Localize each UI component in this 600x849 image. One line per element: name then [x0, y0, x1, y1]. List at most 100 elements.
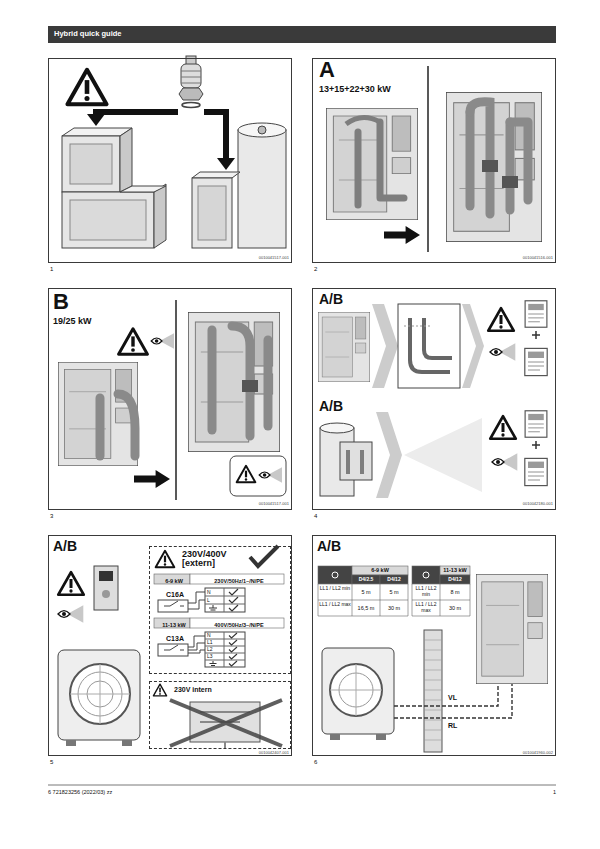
arrow-head [217, 158, 235, 170]
pipe-icon [423, 572, 429, 578]
earth-symbol [209, 605, 217, 610]
supply-box: 230V/400V [extern]6-9 kW230V/50Hz/1~/N/P… [149, 546, 291, 674]
chevron [462, 304, 484, 388]
table-grid [412, 584, 470, 616]
valve [242, 380, 258, 392]
divider [427, 66, 429, 252]
footer-rule [48, 785, 556, 786]
notice-box [230, 456, 286, 496]
unit-side [120, 128, 132, 192]
pipe [510, 122, 528, 200]
terminal-grid [205, 632, 245, 667]
vent-rib [181, 83, 201, 84]
look-symbol [490, 343, 515, 360]
figure-panel: A13+15+22+30 kW0010041516-001 [312, 58, 556, 263]
wire [188, 592, 205, 609]
boiler-drawing [58, 362, 138, 466]
panel-3-art [58, 300, 286, 500]
pipe-icon [332, 572, 338, 578]
plus-sign [532, 441, 540, 449]
breaker-rating: C16A [158, 591, 192, 599]
boiler-drawing [318, 312, 370, 382]
unit-front [70, 144, 112, 184]
pipe-label: RL [448, 722, 457, 730]
figure-panel: B19/25 kW0010041517-001 [48, 288, 292, 510]
display [99, 571, 113, 581]
image-id: 0010042407-001 [229, 751, 289, 755]
arrow-line [96, 112, 178, 116]
variant-letter: B [53, 291, 69, 313]
flow-pipe [394, 684, 498, 706]
pipe [208, 330, 217, 430]
look-symbol [151, 333, 174, 349]
terminal-name: L1 [207, 640, 213, 645]
supply-heading: 230V/400V [extern] [182, 550, 242, 569]
chevron [372, 304, 398, 388]
header-bar [48, 26, 556, 43]
figure-panel: 0010041517-001 [48, 58, 292, 263]
look-symbol [492, 453, 517, 470]
figure-number: 4 [314, 513, 317, 520]
figure-number: 1 [50, 266, 53, 273]
table-cell: 16,5 m [352, 605, 380, 611]
warning-symbol [490, 416, 516, 439]
foot [66, 740, 76, 746]
document-icon [525, 348, 547, 375]
image-id: 0010041516-001 [493, 256, 553, 260]
figure-number: 5 [50, 759, 53, 766]
terminal-block [205, 632, 245, 667]
table-cell: LL1 / LL2 max [319, 602, 351, 608]
pipe [470, 102, 490, 214]
boiler-drawing [326, 108, 418, 220]
warning-symbol [119, 329, 148, 355]
cross-out [170, 700, 282, 746]
cylinder-top [320, 423, 354, 433]
variant-letter: A/B [317, 539, 341, 553]
fan-grille [330, 664, 382, 716]
warning-symbol [58, 572, 84, 595]
pipe-label: VL [448, 694, 457, 702]
table-cell: 5 m [352, 589, 380, 595]
boiler-drawing [188, 312, 280, 452]
table-grid [318, 584, 408, 616]
warning-symbol [153, 684, 166, 696]
document-number: 6 721823256 (2022/03) zz [48, 789, 112, 795]
warning-symbol [67, 70, 106, 105]
pipe [506, 122, 515, 210]
document-icon [525, 458, 547, 485]
divider [175, 300, 177, 500]
warning-symbol [237, 466, 256, 483]
earth-symbol [210, 661, 217, 666]
image-id: 0010041960-002 [493, 751, 553, 755]
leader-line [404, 326, 430, 327]
table-cell: LL1 / LL2 min [319, 586, 351, 592]
figure-panel: A/BA/B0010042180-001 [312, 288, 556, 510]
storage-cylinder [238, 130, 286, 248]
cylinder-top [238, 123, 286, 137]
table-header: 6-9 kW [352, 567, 408, 573]
cylinder-port [258, 126, 266, 134]
page-title: Hybrid quick guide [54, 30, 122, 39]
table-cell [352, 575, 380, 584]
unit-top [192, 172, 240, 178]
table-cell: 230V/50Hz/1~/N/PE [192, 578, 286, 585]
forbidden-box: 230V intern [149, 681, 291, 749]
table-cell [412, 566, 440, 584]
panel-1-art [62, 56, 286, 248]
boiler-drawing [476, 574, 548, 684]
table-header: D4/2.5 [352, 577, 380, 583]
wire [188, 636, 205, 653]
panel-5-art [58, 546, 284, 748]
table-cell: 30 m [440, 605, 470, 611]
power-range: 13+15+22+30 kW [319, 84, 391, 94]
page-number: 1 [536, 789, 556, 795]
pipe [96, 398, 105, 456]
base-unit [62, 192, 154, 248]
chevron [376, 412, 402, 498]
unit-front [70, 200, 146, 240]
plus-sign [532, 331, 540, 339]
arrow-head [87, 114, 105, 126]
detail-inset [398, 304, 460, 388]
figure-panel: A/B 0010041960-002 [312, 535, 556, 756]
